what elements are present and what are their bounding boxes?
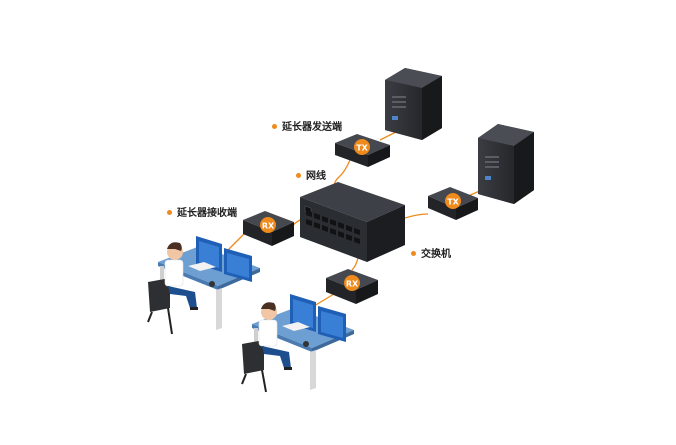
bullet-dot-icon bbox=[296, 172, 301, 178]
label-network-cable: 网线 bbox=[296, 167, 326, 182]
label-extender-sender: 延长器发送端 bbox=[272, 118, 342, 133]
cable-switch-rx2 bbox=[351, 257, 359, 271]
rx-badge-1-label: RX bbox=[262, 222, 275, 231]
server-2-icon bbox=[478, 124, 534, 204]
tx-badge-1-label: TX bbox=[356, 144, 368, 153]
tx-badge-2 bbox=[445, 193, 461, 209]
label-extender-sender-text: 延长器发送端 bbox=[282, 122, 342, 133]
bullet-dot-icon bbox=[411, 250, 416, 256]
network-switch-icon bbox=[300, 182, 405, 262]
extender-tx-1: TX bbox=[335, 134, 390, 167]
cable-rx1-workstation1 bbox=[225, 231, 247, 253]
rx-badge-1 bbox=[260, 217, 276, 233]
workstation-1-icon bbox=[147, 236, 260, 335]
switch-ports bbox=[306, 210, 360, 244]
label-switch: 交换机 bbox=[411, 245, 451, 260]
rx-badge-2-label: RX bbox=[346, 280, 359, 289]
cable-switch-tx2 bbox=[404, 213, 429, 219]
extender-tx-2: TX bbox=[428, 187, 478, 220]
extender-rx-1: RX bbox=[243, 211, 294, 246]
workstation-2-icon bbox=[241, 294, 354, 393]
label-extender-receiver: 延长器接收端 bbox=[167, 204, 237, 219]
extender-rx-2: RX bbox=[326, 269, 378, 304]
label-extender-receiver-text: 延长器接收端 bbox=[177, 208, 237, 219]
server-1-icon bbox=[385, 68, 442, 140]
bullet-dot-icon bbox=[272, 123, 277, 129]
label-switch-text: 交换机 bbox=[421, 249, 451, 260]
tx-badge-1 bbox=[354, 139, 370, 155]
cable-rx2-workstation2 bbox=[313, 293, 335, 307]
label-network-cable-text: 网线 bbox=[306, 171, 326, 182]
rx-badge-2 bbox=[344, 275, 360, 291]
bullet-dot-icon bbox=[167, 209, 172, 215]
tx-badge-2-label: TX bbox=[447, 198, 459, 207]
